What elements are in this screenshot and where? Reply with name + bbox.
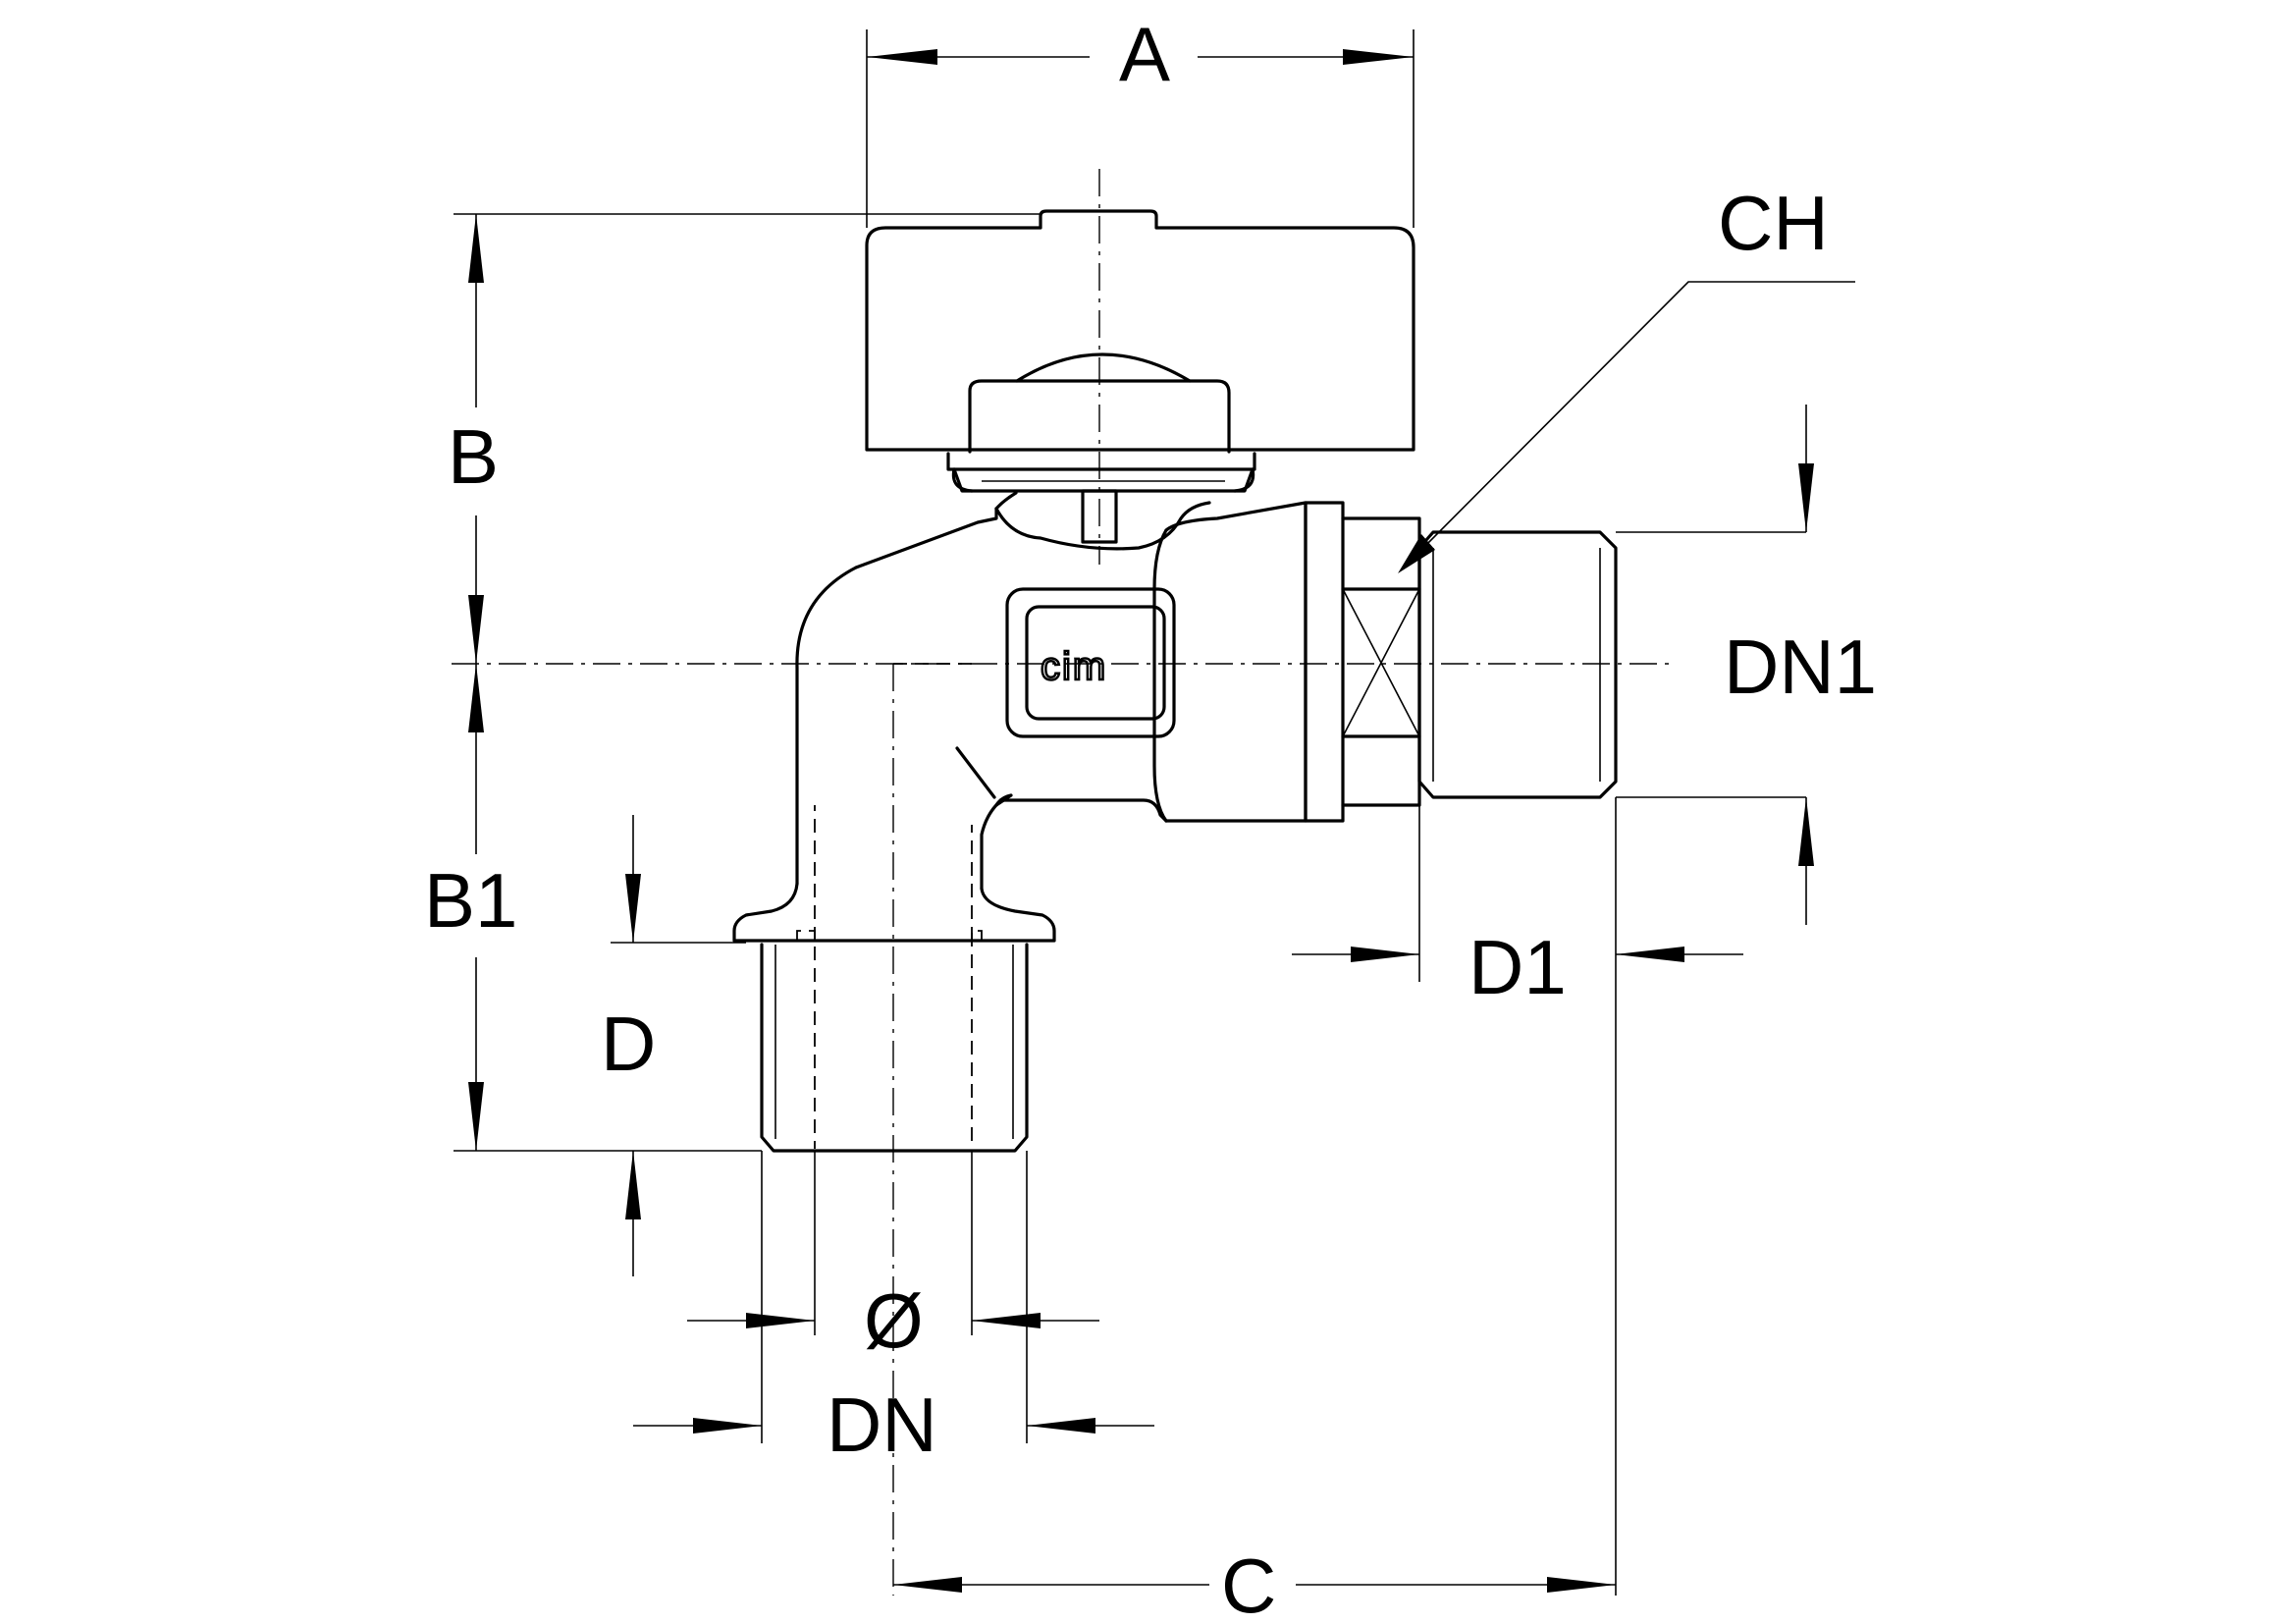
label-D1: D1 — [1468, 924, 1567, 1010]
dimension-B: B — [448, 214, 499, 664]
label-CH: CH — [1718, 180, 1829, 266]
logo-text: cim — [1041, 645, 1107, 688]
dimension-C: C — [893, 1543, 1616, 1624]
label-DN: DN — [827, 1381, 937, 1468]
dimension-B1: B1 — [424, 664, 517, 1151]
valve-handle — [865, 209, 1415, 544]
label-DN1: DN1 — [1724, 623, 1877, 710]
valve-body: cim — [732, 491, 1211, 943]
dimension-CH: CH — [1398, 180, 1855, 573]
dimension-DN1: DN1 — [1724, 405, 1877, 925]
bottom-inlet — [760, 663, 1029, 1153]
dimension-D: D — [601, 815, 656, 1276]
label-B1: B1 — [424, 857, 517, 944]
extension-lines — [454, 29, 1806, 1596]
label-diameter: Ø — [864, 1277, 924, 1364]
dimension-D1: D1 — [1292, 924, 1743, 1010]
label-C: C — [1221, 1543, 1276, 1624]
label-B: B — [448, 413, 499, 500]
label-A: A — [1119, 11, 1170, 97]
dimension-DN: DN — [633, 1381, 1154, 1468]
label-D: D — [601, 1001, 656, 1087]
dimension-diameter: Ø — [687, 1277, 1099, 1364]
center-lines — [452, 169, 1674, 1596]
dimension-A: A — [867, 11, 1414, 97]
side-nut — [1152, 501, 1618, 823]
